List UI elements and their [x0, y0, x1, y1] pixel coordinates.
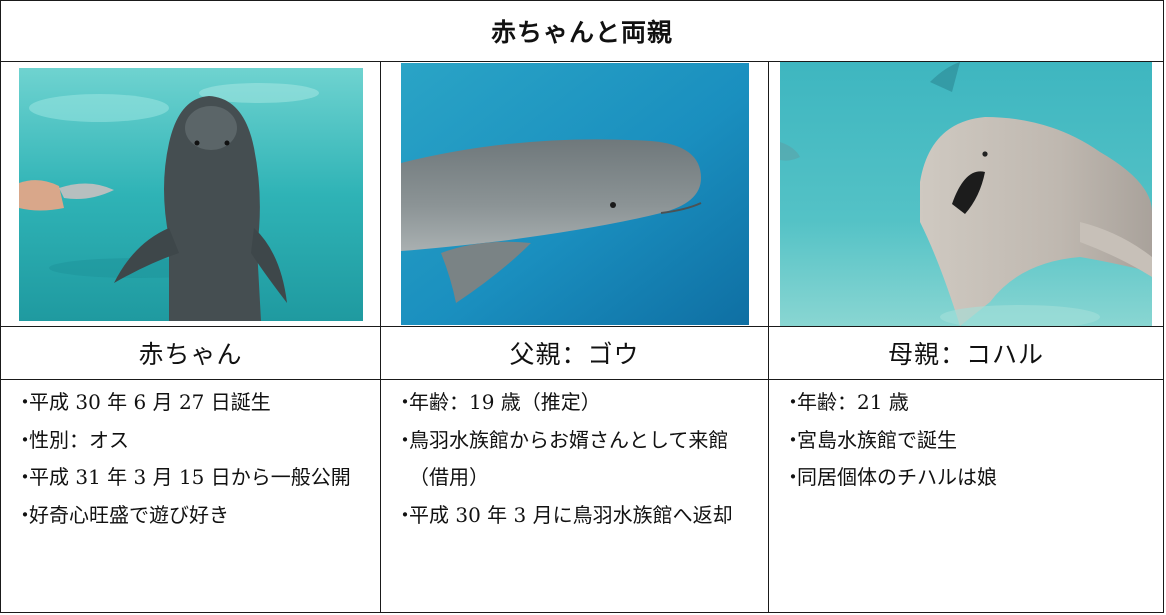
list-item: ・平成 30 年 3 月に鳥羽水族館へ返却 [395, 502, 733, 527]
name-cell-mother: 母親：コハル [767, 326, 1165, 380]
list-item: ・宮島水族館で誕生 [783, 427, 957, 452]
info-cell-father: ・年齢：19 歳（推定） ・鳥羽水族館からお婿さんとして来館（借用） ・平成 3… [380, 379, 769, 613]
list-item: ・性別：オス [15, 427, 129, 452]
name-cell-father: 父親：ゴウ [380, 326, 769, 380]
list-item: ・同居個体のチハルは娘 [783, 465, 997, 489]
photo-cell-father [380, 61, 769, 327]
photo-cell-mother [767, 61, 1165, 327]
info-cell-mother: ・年齢：21 歳 ・宮島水族館で誕生 ・同居個体のチハルは娘 [767, 379, 1165, 613]
mother-porpoise-photo [780, 62, 1152, 326]
list-item: ・好奇心旺盛で遊び好き [15, 502, 229, 527]
list-item: ・平成 31 年 3 月 15 日から一般公開 [15, 465, 351, 489]
list-item: ・年齢：21 歳 [783, 390, 909, 414]
father-porpoise-photo [400, 63, 749, 325]
photo-cell-baby [0, 61, 381, 327]
list-item: ・年齢：19 歳（推定） [395, 390, 601, 414]
info-cell-baby: ・平成 30 年 6 月 27 日誕生 ・性別：オス ・平成 31 年 3 月 … [0, 379, 381, 613]
list-item: ・鳥羽水族館からお婿さんとして来館（借用） [395, 427, 729, 490]
baby-porpoise-photo [18, 67, 363, 321]
list-item: ・平成 30 年 6 月 27 日誕生 [15, 390, 271, 414]
table-title: 赤ちゃんと両親 [0, 0, 1165, 62]
name-cell-baby: 赤ちゃん [0, 326, 381, 380]
